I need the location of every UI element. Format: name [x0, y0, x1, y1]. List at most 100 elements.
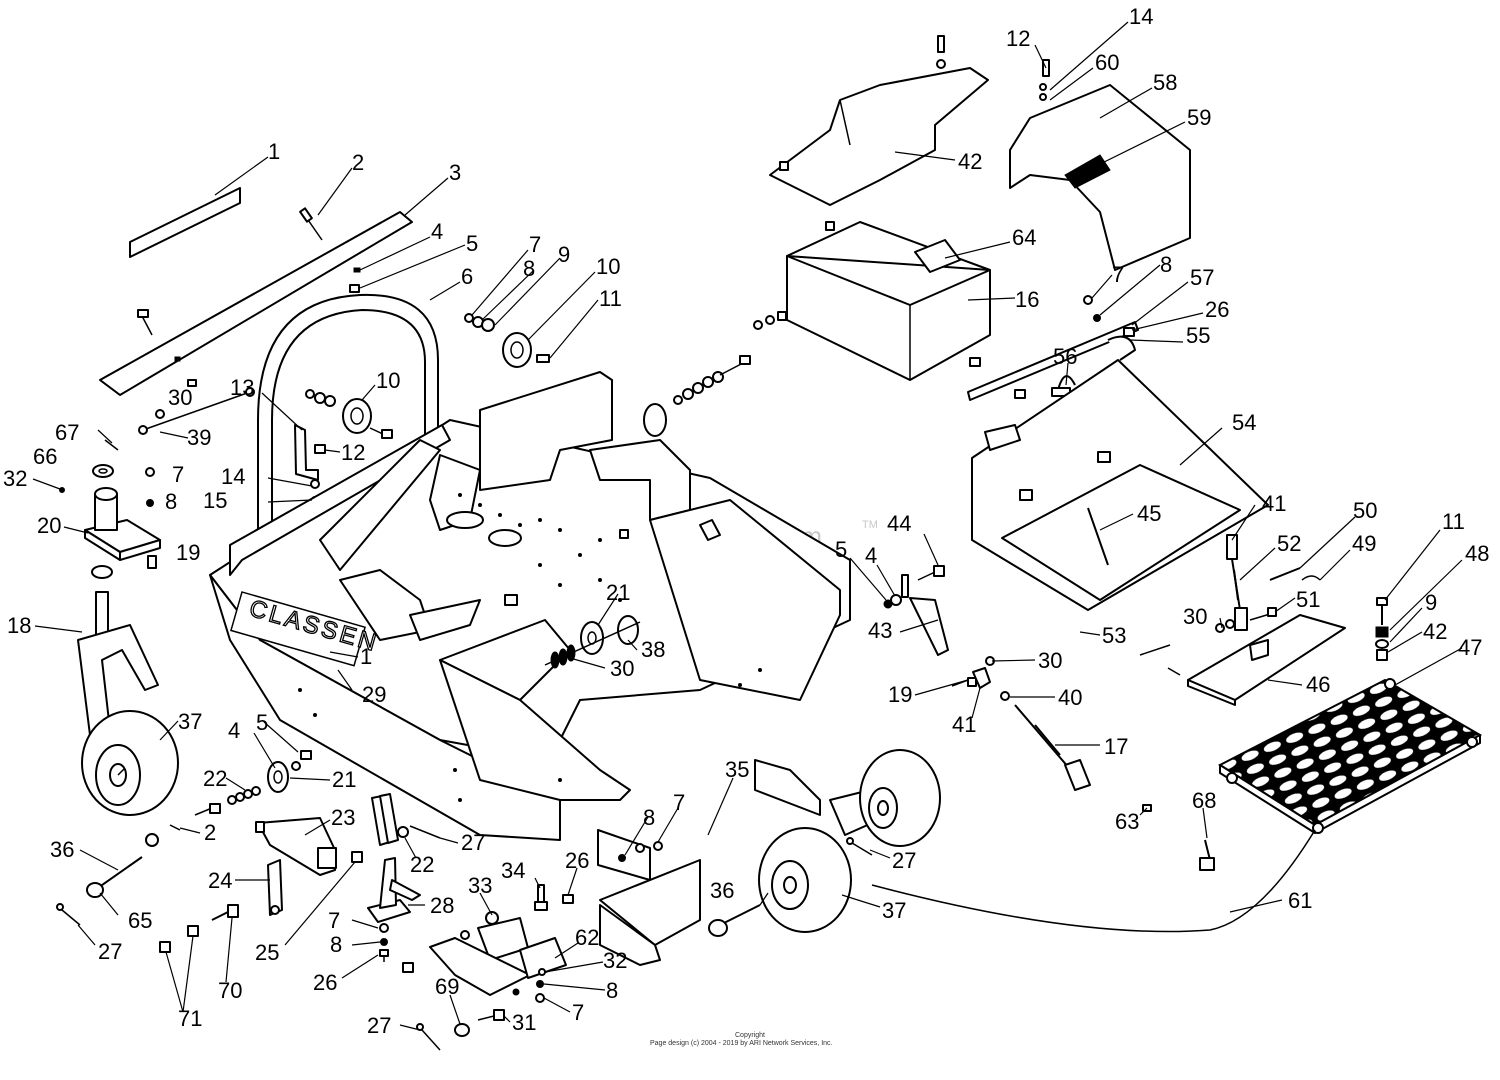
wheel-left: [81, 710, 179, 816]
callout-c-11b: 11: [1442, 509, 1465, 534]
link-24: [267, 859, 283, 916]
caster-hardware: [59, 439, 155, 507]
callout-c-41b: 41: [1262, 491, 1286, 516]
callout-c-19a: 19: [176, 540, 200, 565]
callout-c-4a: 4: [431, 219, 443, 244]
bracket-33: [477, 884, 574, 961]
actuator-23: [255, 817, 337, 876]
callout-c-48: 48: [1465, 541, 1489, 566]
nuts-71: [159, 925, 199, 953]
callout-c-7d: 7: [572, 1000, 584, 1025]
callout-c-8b: 8: [165, 489, 177, 514]
lever-53: [883, 565, 1085, 656]
callout-numbers: 1 2 3 4 5 6 7 8 9 10 11 10 30 13 39 12 6…: [3, 4, 1489, 1038]
callout-c-7e: 7: [673, 790, 685, 815]
top-bar: [99, 211, 413, 396]
callout-c-27b: 27: [461, 830, 485, 855]
caster-fork: [77, 591, 159, 736]
bracket-13: [294, 424, 326, 481]
callout-c-13: 13: [230, 375, 254, 400]
callout-c-30d: 30: [1183, 604, 1207, 629]
callout-c-18: 18: [7, 613, 31, 638]
spring-rod-52: [1215, 534, 1321, 633]
callout-c-61: 61: [1288, 888, 1312, 913]
callout-c-5c: 5: [835, 537, 847, 562]
copyright-line-2: Page design (c) 2004 - 2019 by ARI Netwo…: [650, 1040, 833, 1047]
callout-c-42a: 42: [958, 149, 982, 174]
callout-c-55: 55: [1186, 323, 1210, 348]
callout-c-8f: 8: [1160, 252, 1172, 277]
callout-c-30a: 30: [168, 385, 192, 410]
callout-c-37b: 37: [882, 898, 906, 923]
wheel-right-top: [859, 749, 941, 847]
bolt-70: [211, 904, 239, 921]
callout-c-70: 70: [218, 978, 242, 1003]
plate-62: [429, 930, 567, 996]
bolt-3: [137, 309, 153, 336]
callout-c-9b: 9: [1425, 590, 1437, 615]
callout-c-62: 62: [575, 925, 599, 950]
callout-c-49: 49: [1352, 531, 1376, 556]
callout-c-33: 33: [468, 873, 492, 898]
callout-c-38: 38: [641, 637, 665, 662]
callout-c-40: 40: [1058, 685, 1082, 710]
cover-42: [769, 35, 989, 206]
washer-22b: [397, 825, 441, 839]
callout-c-30b: 30: [610, 656, 634, 681]
callout-c-60: 60: [1095, 50, 1119, 75]
callout-c-42b: 42: [1423, 619, 1447, 644]
sprocket-21-top: [544, 615, 641, 669]
box-16: [753, 221, 991, 381]
callout-c-27d: 27: [892, 848, 916, 873]
copyright-line-1: Copyright: [735, 1032, 765, 1039]
callout-c-26a: 26: [313, 970, 337, 995]
callout-c-24: 24: [208, 868, 232, 893]
callout-c-56: 56: [1053, 344, 1077, 369]
callout-c-4b: 4: [228, 718, 240, 743]
pulley-mid: [305, 389, 393, 439]
grate-47: [1217, 678, 1483, 834]
callout-c-22a: 22: [203, 766, 227, 791]
callout-c-2a: 2: [352, 150, 364, 175]
main-deck: [209, 371, 851, 841]
callout-c-64: 64: [1012, 225, 1036, 250]
callout-c-8e: 8: [643, 805, 655, 830]
bolt-2-lower: [145, 803, 221, 847]
leader-lines: [32, 21, 1463, 1031]
callout-c-52: 52: [1277, 531, 1301, 556]
callout-c-5a: 5: [466, 231, 478, 256]
plate-46: [1139, 614, 1346, 706]
callout-c-8c: 8: [330, 932, 342, 957]
callout-c-10a: 10: [596, 254, 620, 279]
callout-c-37a: 37: [178, 709, 202, 734]
cable-61: [871, 829, 1316, 933]
callout-c-15: 15: [203, 488, 227, 513]
callout-c-28: 28: [430, 893, 454, 918]
pin-36: [86, 856, 143, 898]
sprocket-21-lower: [227, 750, 312, 805]
callout-c-69: 69: [435, 974, 459, 999]
hardware-30-39: [138, 379, 255, 435]
caster-plate: [84, 487, 161, 579]
callout-c-22b: 22: [410, 852, 434, 877]
callout-c-57: 57: [1190, 265, 1214, 290]
callout-c-50: 50: [1353, 498, 1377, 523]
callout-c-9a: 9: [558, 242, 570, 267]
hardware-8-7-right: [618, 837, 873, 862]
bracket-28: [367, 857, 421, 923]
callout-c-26b: 26: [565, 848, 589, 873]
shroud-58: [1009, 59, 1191, 271]
callout-c-27c: 27: [367, 1013, 391, 1038]
callout-c-21a: 21: [606, 580, 630, 605]
callout-c-34: 34: [501, 858, 525, 883]
pin-36b: [708, 904, 761, 937]
nuts-4-5: [349, 267, 361, 293]
callout-c-2b: 2: [204, 820, 216, 845]
callout-c-10b: 10: [376, 368, 400, 393]
callout-c-67: 67: [55, 420, 79, 445]
callout-c-17: 17: [1104, 734, 1128, 759]
sprocket-upper: [643, 355, 751, 437]
callout-c-7a: 7: [529, 232, 541, 257]
wheel-right-bottom: [758, 827, 852, 933]
